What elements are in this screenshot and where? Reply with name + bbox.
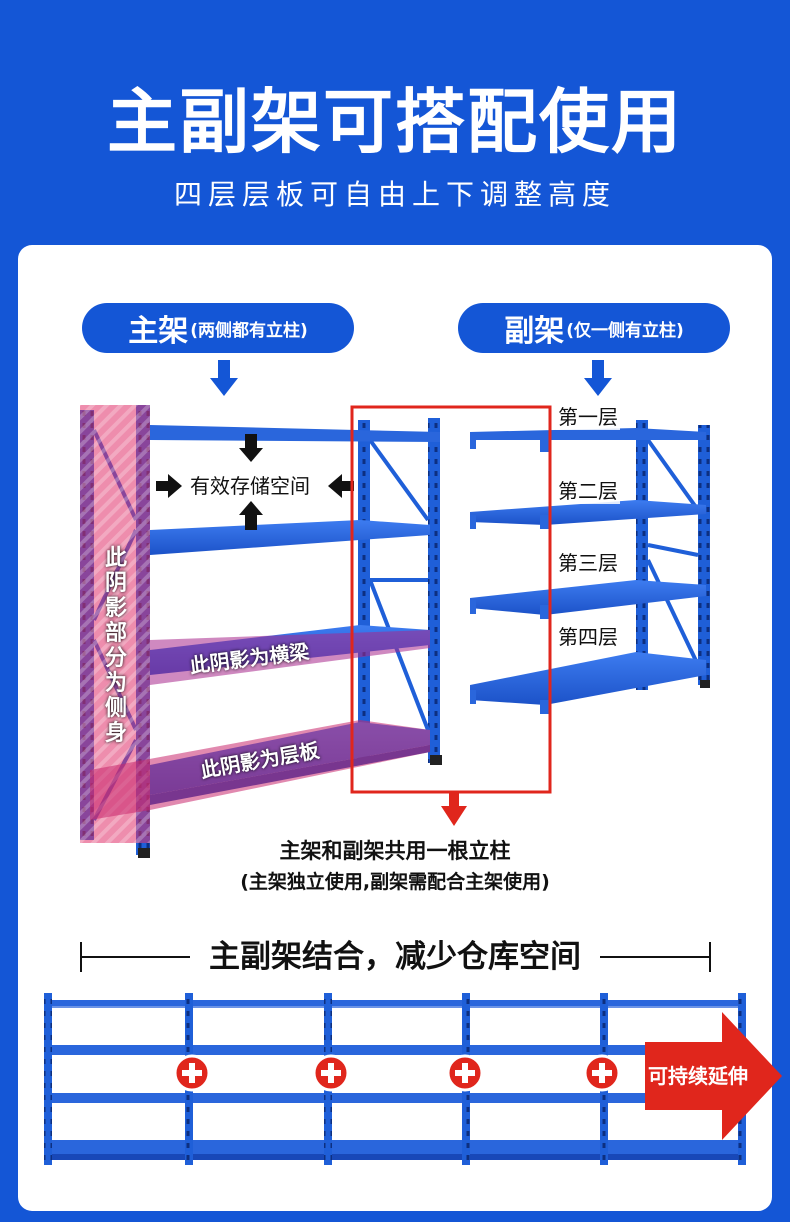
page-subtitle: 四层层板可自由上下调整高度 [173, 178, 616, 211]
storage-space-label: 有效存储空间 [186, 472, 314, 500]
sub-rack-label: 副架 [504, 314, 565, 349]
plus-icon [173, 1054, 211, 1092]
layer-label-1: 第一层 [556, 404, 620, 430]
arrow-down-icon [441, 792, 467, 826]
extend-arrow-icon [645, 1012, 782, 1140]
shared-post-note: (主架独立使用,副架需配合主架使用) [240, 871, 550, 893]
plus-icon [583, 1054, 621, 1092]
plus-icon [446, 1054, 484, 1092]
arrow-right-icon [156, 474, 182, 498]
arrow-down-icon [210, 360, 238, 396]
plus-icon [312, 1054, 350, 1092]
main-rack-pill: 主架 (两侧都有立柱) [82, 303, 354, 353]
sub-rack [470, 420, 710, 714]
main-rack-label: 主架 [128, 314, 189, 349]
extend-label: 可持续延伸 [648, 1064, 748, 1088]
layer-label-2: 第二层 [556, 478, 620, 504]
main-rack-note: (两侧都有立柱) [190, 320, 308, 341]
shelf-board-overlay [90, 720, 430, 820]
side-body-label: 此阴影部分为侧身 [104, 546, 127, 746]
arrow-down-icon [239, 434, 263, 462]
arrow-left-icon [328, 474, 354, 498]
beam-overlay [150, 630, 430, 685]
layer-label-3: 第三层 [556, 550, 620, 576]
arrow-down-icon [584, 360, 612, 396]
sub-rack-pill: 副架 (仅一侧有立柱) [458, 303, 730, 353]
layer-label-4: 第四层 [556, 624, 620, 650]
combined-rack [44, 993, 746, 1165]
page-title: 主副架可搭配使用 [107, 81, 683, 163]
sub-rack-note: (仅一侧有立柱) [566, 320, 684, 341]
shared-post-caption: 主架和副架共用一根立柱 [279, 839, 511, 863]
combo-divider [80, 942, 711, 972]
combo-title: 主副架结合，减少仓库空间 [209, 939, 581, 975]
arrow-up-icon [239, 501, 263, 530]
